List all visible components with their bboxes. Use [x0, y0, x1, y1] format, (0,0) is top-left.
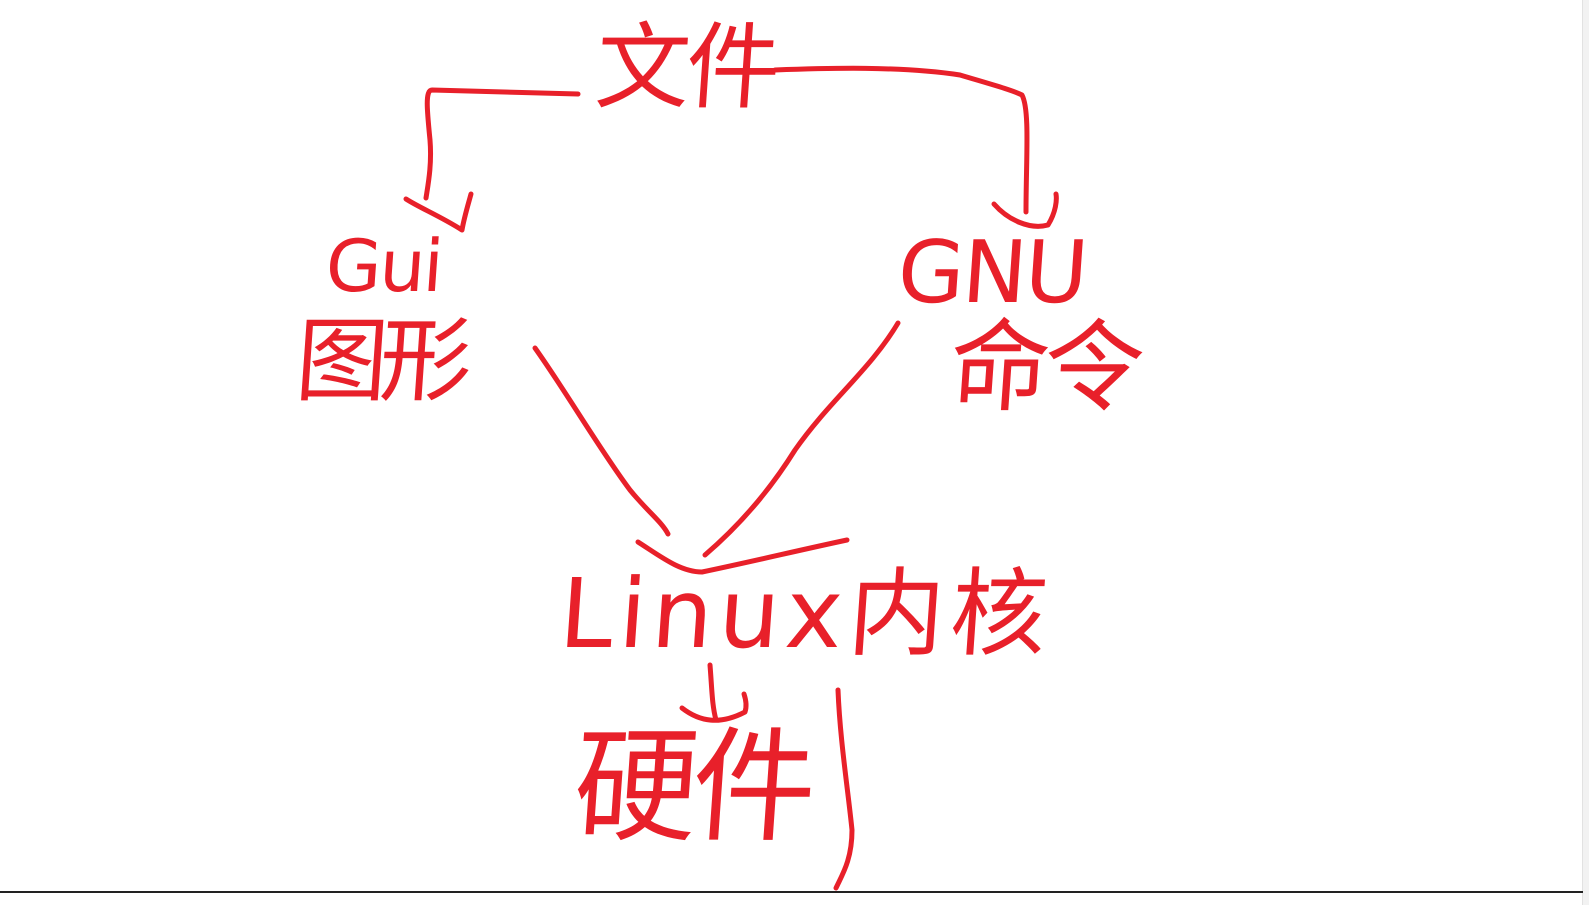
node-gui[interactable]: Gui [323, 224, 445, 308]
canvas-bottom-border [0, 891, 1583, 893]
connector-file-to-gnu [772, 65, 1030, 215]
vertical-scrollbar[interactable] [1582, 0, 1589, 905]
node-gui-cn[interactable]: 图形 [292, 308, 468, 415]
connector-kernel-to-hardware [707, 662, 719, 723]
arrowhead-kernel [635, 537, 850, 575]
node-gnu-cn[interactable]: 命令 [945, 309, 1143, 426]
connector-gui-to-kernel [532, 345, 671, 537]
arrowhead-gnu [991, 191, 1059, 229]
node-file[interactable]: 文件 [592, 14, 780, 123]
node-gnu[interactable]: GNU [894, 223, 1090, 323]
connector-file-to-gui [423, 87, 581, 201]
arrowhead-gui [403, 191, 474, 233]
node-hardware[interactable]: 硬件 [568, 716, 816, 860]
arrowhead-hardware [679, 691, 749, 723]
node-kernel[interactable]: Linux内核 [556, 558, 1057, 670]
connector-gnu-to-kernel [702, 320, 901, 558]
